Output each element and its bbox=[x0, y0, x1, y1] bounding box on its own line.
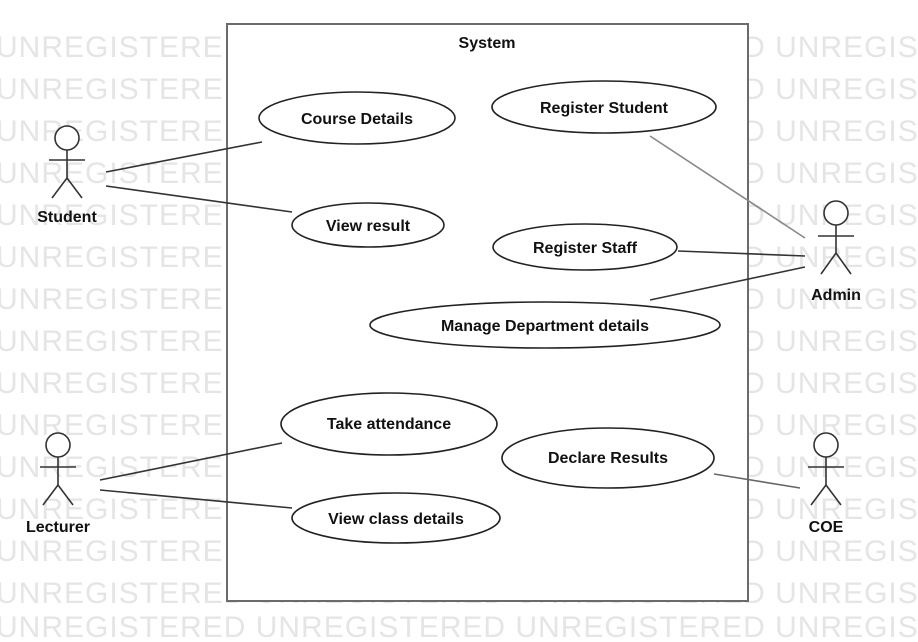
actor-leg-icon bbox=[51, 177, 68, 199]
use-case-label: Course Details bbox=[301, 111, 413, 128]
use-case-register-student[interactable]: Register Student bbox=[491, 80, 717, 134]
actor-leg-icon bbox=[835, 252, 852, 275]
assoc-student-course-details[interactable] bbox=[105, 141, 263, 173]
use-case-label: Register Student bbox=[540, 100, 669, 117]
watermark-line: UNREGISTERED UNREGISTERED UNREGISTERED U… bbox=[0, 611, 918, 642]
assoc-admin-manage-department[interactable] bbox=[649, 266, 806, 301]
actor-lecturer[interactable] bbox=[40, 432, 76, 506]
actor-leg-icon bbox=[810, 484, 827, 506]
actor-leg-icon bbox=[42, 484, 59, 506]
actor-head-icon bbox=[54, 125, 80, 151]
use-case-take-attendance[interactable]: Take attendance bbox=[280, 392, 498, 456]
assoc-student-view-result[interactable] bbox=[105, 185, 293, 213]
actor-label-lecturer: Lecturer bbox=[26, 519, 90, 536]
actor-head-icon bbox=[813, 432, 839, 458]
assoc-coe-declare-results[interactable] bbox=[713, 473, 801, 489]
actor-leg-icon bbox=[66, 177, 83, 199]
actor-leg-icon bbox=[57, 484, 74, 506]
use-case-label: Manage Department details bbox=[441, 318, 649, 335]
actor-leg-icon bbox=[825, 484, 842, 506]
use-case-label: Take attendance bbox=[327, 416, 451, 433]
assoc-admin-register-student[interactable] bbox=[649, 135, 806, 239]
actor-leg-icon bbox=[820, 252, 837, 275]
use-case-view-result[interactable]: View result bbox=[291, 202, 445, 248]
assoc-lecturer-take-attendance[interactable] bbox=[99, 442, 283, 481]
assoc-lecturer-view-class-details[interactable] bbox=[99, 489, 293, 509]
actor-label-admin: Admin bbox=[811, 287, 861, 304]
system-title: System bbox=[459, 35, 516, 52]
use-case-label: Register Staff bbox=[533, 240, 638, 257]
actor-label-coe: COE bbox=[809, 519, 844, 536]
actor-head-icon bbox=[823, 200, 849, 226]
actor-label-student: Student bbox=[37, 209, 97, 226]
actor-student[interactable] bbox=[49, 125, 85, 199]
use-case-manage-department[interactable]: Manage Department details bbox=[369, 301, 721, 349]
use-case-label: View class details bbox=[328, 511, 464, 528]
associations bbox=[99, 135, 806, 509]
actor-head-icon bbox=[45, 432, 71, 458]
use-case-course-details[interactable]: Course Details bbox=[258, 91, 456, 145]
use-case-register-staff[interactable]: Register Staff bbox=[492, 223, 678, 271]
use-case-declare-results[interactable]: Declare Results bbox=[501, 427, 715, 489]
use-case-label: View result bbox=[326, 218, 411, 235]
actor-coe[interactable] bbox=[808, 432, 844, 506]
actor-admin[interactable] bbox=[818, 200, 854, 275]
assoc-admin-register-staff[interactable] bbox=[677, 250, 806, 257]
use-case-view-class-details[interactable]: View class details bbox=[291, 492, 501, 544]
use-case-label: Declare Results bbox=[548, 450, 668, 467]
